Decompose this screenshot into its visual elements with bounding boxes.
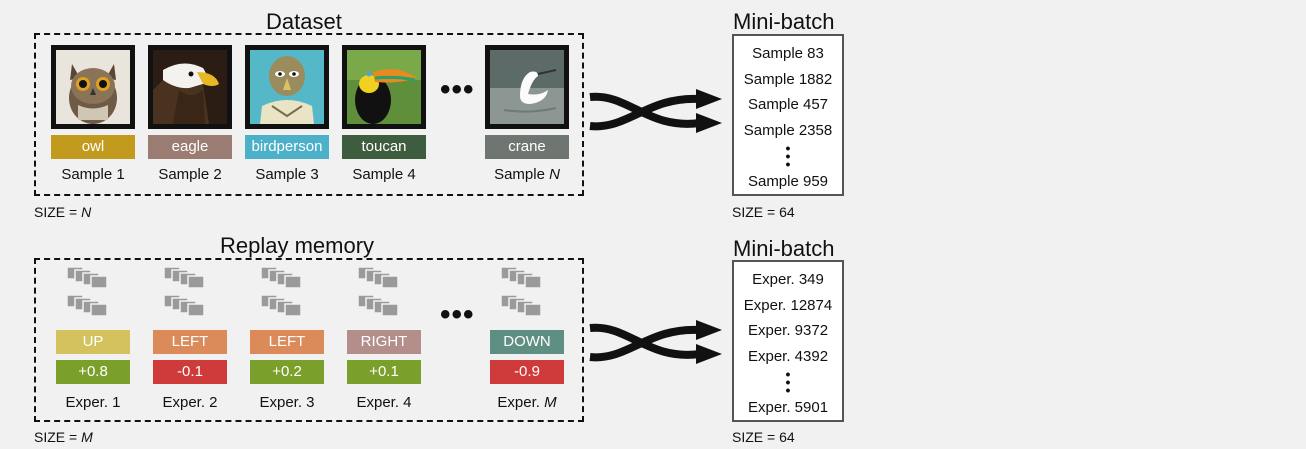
minibatch-item: Sample 457 xyxy=(747,96,829,113)
sample-label-owl: owl xyxy=(51,135,135,159)
eagle-image xyxy=(148,45,232,129)
minibatch-item: Exper. 12874 xyxy=(743,296,833,314)
minibatch-item: Sample 959 xyxy=(747,173,829,190)
minibatch-box: Exper. 349 Exper. 12874 Exper. 9372 Expe… xyxy=(732,260,844,422)
experience-caption-last: Exper. M xyxy=(497,394,557,411)
replay-box xyxy=(34,258,584,422)
sample-label-eagle: eagle xyxy=(148,135,232,159)
action-label: LEFT xyxy=(153,330,227,354)
birdperson-image xyxy=(245,45,329,129)
dataset-box xyxy=(34,33,584,196)
minibatch-item: Exper. 5901 xyxy=(747,399,829,416)
vertical-ellipsis: ••• xyxy=(785,140,791,172)
minibatch-size-label: SIZE = 64 xyxy=(732,204,795,220)
minibatch-item: Exper. 349 xyxy=(752,271,824,288)
owl-image xyxy=(51,45,135,129)
minibatch-title: Mini-batch xyxy=(733,9,835,34)
action-label: LEFT xyxy=(250,330,324,354)
sample-label-crane: crane xyxy=(485,135,569,159)
sample-label-toucan: toucan xyxy=(342,135,426,159)
minibatch-size-label: SIZE = 64 xyxy=(732,429,795,445)
experience-caption: Exper. 2 xyxy=(162,394,218,411)
action-label: UP xyxy=(56,330,130,354)
sample-label-birdperson: birdperson xyxy=(245,135,329,159)
vertical-ellipsis: ••• xyxy=(785,366,791,398)
replay-size-label: SIZE = M xyxy=(34,429,93,445)
toucan-image xyxy=(342,45,426,129)
sample-caption-last: Sample N xyxy=(494,166,560,183)
experience-caption: Exper. 1 xyxy=(65,394,121,411)
dataset-title: Dataset xyxy=(266,9,342,34)
frame-stack-icon xyxy=(162,265,218,323)
action-label: DOWN xyxy=(490,330,564,354)
frame-stack-icon xyxy=(65,265,121,323)
experience-caption: Exper. 4 xyxy=(356,394,412,411)
minibatch-box: Sample 83 Sample 1882 Sample 457 Sample … xyxy=(732,34,844,196)
minibatch-item: Exper. 9372 xyxy=(747,322,829,339)
sampling-arrows xyxy=(589,89,722,133)
replay-title: Replay memory xyxy=(220,233,375,258)
sample-caption: Sample 2 xyxy=(158,166,222,183)
reward-label: +0.8 xyxy=(56,360,130,384)
reward-label: -0.9 xyxy=(490,360,564,384)
sample-caption: Sample 4 xyxy=(352,166,416,183)
reward-label: -0.1 xyxy=(153,360,227,384)
frame-stack-icon xyxy=(259,265,315,323)
minibatch-title: Mini-batch xyxy=(733,236,835,261)
minibatch-item: Sample 1882 xyxy=(743,70,833,88)
dataset-size-label: SIZE = N xyxy=(34,204,92,220)
ellipsis: ••• xyxy=(440,298,475,331)
frame-stack-icon xyxy=(499,265,555,323)
minibatch-item: Exper. 4392 xyxy=(747,347,829,365)
experience-caption: Exper. 3 xyxy=(259,394,315,411)
minibatch-item: Sample 2358 xyxy=(743,121,833,139)
minibatch-item: Sample 83 xyxy=(752,45,824,62)
action-label: RIGHT xyxy=(347,330,421,354)
ellipsis: ••• xyxy=(440,73,475,106)
sample-caption: Sample 1 xyxy=(61,166,125,183)
reward-label: +0.1 xyxy=(347,360,421,384)
crane-image xyxy=(485,45,569,129)
frame-stack-icon xyxy=(356,265,412,323)
sampling-arrows xyxy=(589,320,722,364)
reward-label: +0.2 xyxy=(250,360,324,384)
sample-caption: Sample 3 xyxy=(255,166,319,183)
